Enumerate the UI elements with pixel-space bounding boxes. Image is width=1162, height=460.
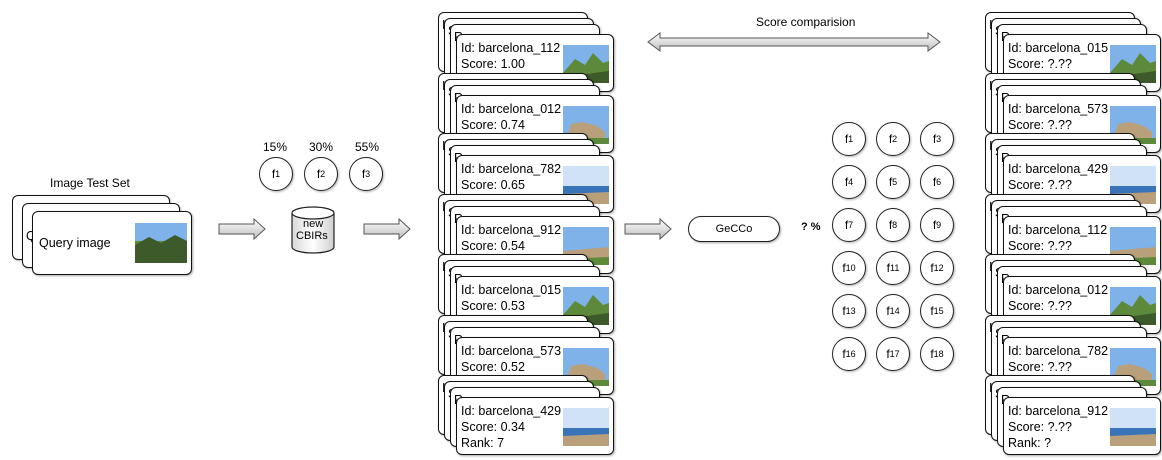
back-card-letter: I: [989, 320, 992, 336]
back-card-letter: I: [989, 259, 992, 275]
result-score: Score: 0.65: [461, 178, 525, 192]
back-card-letter: I: [442, 138, 445, 154]
result-id: Id: barcelona_782: [461, 162, 562, 176]
back-card-letter: I: [989, 138, 992, 154]
query-thumbnail: [135, 223, 187, 263]
result-score: Score: 0.53: [461, 299, 525, 313]
back-card-letter: I: [442, 17, 445, 33]
cbir-database-icon: [291, 206, 335, 254]
result-score: Score: ?.??: [1008, 299, 1072, 313]
cbir-label-line1: new: [303, 218, 324, 230]
back-card-letter: I: [442, 380, 445, 396]
gecco-label: GeCCo: [715, 223, 753, 235]
back-card-letter: I: [442, 259, 445, 275]
score-comparison-arrow: [647, 32, 941, 52]
arrow-to-gecco: [624, 217, 672, 241]
back-card-letter: I: [989, 78, 992, 94]
result-score: Score: 0.74: [461, 117, 525, 132]
result-score: Score: ?.??: [1008, 178, 1072, 192]
result-id: Id: barcelona_573: [1008, 101, 1109, 116]
back-card-letter: I: [442, 199, 445, 215]
weight-2: 30%: [309, 140, 334, 154]
result-score: Score: ?.??: [1008, 238, 1072, 253]
result-score: Score: ?.??: [1008, 420, 1072, 434]
result-id: Id: barcelona_112: [461, 41, 561, 55]
result-id: Id: barcelona_112: [1008, 222, 1108, 237]
back-card-letter: Q: [26, 229, 36, 243]
back-card-letter: I: [442, 78, 445, 94]
arrow-to-cbir: [218, 217, 266, 241]
result-id: Id: barcelona_429: [461, 404, 562, 418]
query-image-label: Query image: [39, 236, 111, 250]
result-id: Id: barcelona_015: [461, 283, 562, 297]
result-thumbnail: [563, 408, 609, 446]
result-rank: Rank: ?: [1008, 436, 1052, 450]
result-id: Id: barcelona_912: [461, 222, 562, 237]
back-card-letter: I: [989, 199, 992, 215]
result-id: Id: barcelona_782: [1008, 343, 1109, 358]
unknown-weight: ? %: [801, 221, 821, 233]
cbir-label-line2: CBIRs: [296, 230, 328, 242]
result-thumbnail: [1110, 408, 1156, 446]
result-id: Id: barcelona_912: [1008, 404, 1109, 418]
result-score: Score: ?.??: [1008, 117, 1072, 132]
back-card-letter: I: [442, 320, 445, 336]
result-score: Score: ?.??: [1008, 359, 1072, 374]
result-score: Score: 0.54: [461, 238, 525, 253]
result-id: Id: barcelona_573: [461, 343, 562, 358]
result-id: Id: barcelona_012: [1008, 283, 1109, 297]
result-id: Id: barcelona_012: [461, 101, 562, 116]
back-card-letter: I: [989, 17, 992, 33]
weight-1: 15%: [263, 140, 288, 154]
result-rank: Rank: 7: [461, 436, 505, 450]
query-image-card: Query image: [32, 211, 192, 275]
result-score: Score: ?.??: [1008, 57, 1072, 71]
weight-3: 55%: [355, 140, 380, 154]
score-comparison-label: Score comparision: [756, 15, 856, 29]
result-score: Score: 1.00: [461, 57, 525, 71]
arrow-to-results: [363, 217, 411, 241]
result-score: Score: 0.52: [461, 359, 525, 374]
result-score: Score: 0.34: [461, 420, 525, 434]
result-id: Id: barcelona_429: [1008, 162, 1109, 176]
result-id: Id: barcelona_015: [1008, 41, 1109, 55]
test-set-title: Image Test Set: [50, 176, 130, 190]
back-card-letter: I: [989, 380, 992, 396]
gecco-node: GeCCo: [688, 216, 780, 242]
